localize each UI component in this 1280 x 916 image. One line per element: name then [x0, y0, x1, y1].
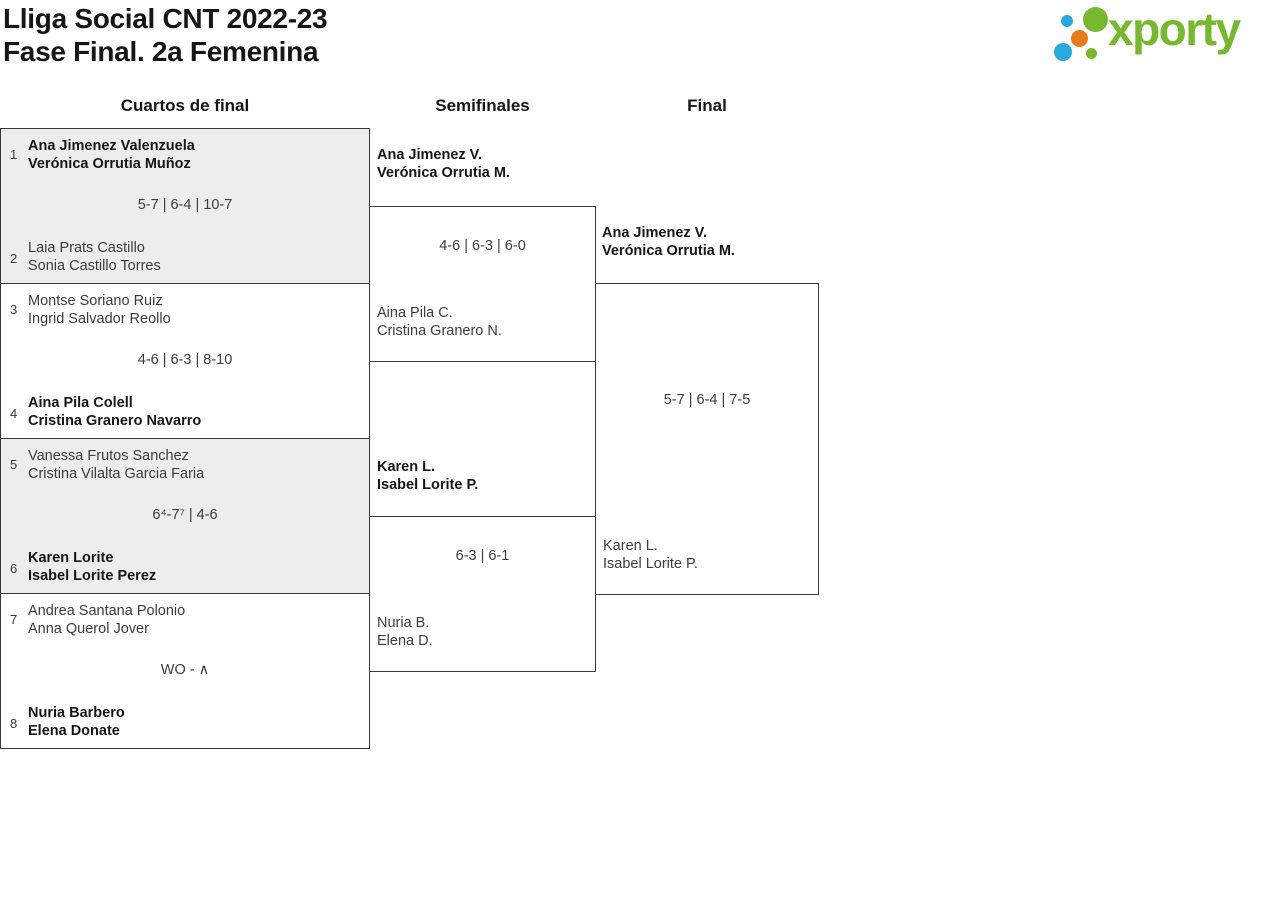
- match-sf1: 4-6 | 6-3 | 6-0 Aina Pila C. Cristina Gr…: [369, 206, 596, 362]
- player-name: Nuria B.: [377, 615, 430, 631]
- team-name: Karen L. Isabel Lorite P.: [377, 459, 478, 494]
- seed-number: 2: [10, 251, 18, 266]
- logo-dot-blue-small-icon: [1061, 15, 1073, 27]
- player-name: Ana Jimenez Valenzuela: [28, 138, 195, 154]
- player-name: Cristina Granero N.: [377, 322, 502, 339]
- logo-dot-orange-icon: [1071, 30, 1088, 47]
- match-sf2: 6-3 | 6-1 Nuria B. Elena D.: [369, 516, 596, 672]
- player-name: Aina Pila C.: [377, 305, 453, 321]
- player-name: Vanessa Frutos Sanchez: [28, 448, 189, 464]
- player-name: Ana Jimenez V.: [602, 225, 708, 241]
- team-name: Nuria B. Elena D.: [377, 615, 433, 650]
- player-name: Nuria Barbero: [28, 705, 125, 721]
- match-score: 6-3 | 6-1: [455, 548, 510, 564]
- match-qf4: 7 Andrea Santana Polonio Anna Querol Jov…: [0, 593, 370, 749]
- logo-dot-green-small-icon: [1086, 48, 1097, 59]
- match-score: 5-7 | 6-4 | 7-5: [663, 392, 751, 408]
- player-name: Karen Lorite: [28, 550, 114, 566]
- logo-dot-blue-big-icon: [1054, 43, 1072, 61]
- team-name: Ana Jimenez Valenzuela Verónica Orrutia …: [28, 138, 195, 173]
- seed-number: 4: [10, 406, 18, 421]
- player-name: Aina Pila Colell: [28, 395, 133, 411]
- player-name: Laia Prats Castillo: [28, 240, 145, 256]
- player-name: Elena Donate: [28, 722, 120, 739]
- team-name: Karen L. Isabel Lorite P.: [603, 538, 698, 573]
- match-score: 6⁴-7⁷ | 4-6: [152, 507, 218, 523]
- round-header-semifinales: Semifinales: [435, 96, 530, 115]
- round-header-final: Final: [687, 96, 727, 115]
- logo-dot-green-big-icon: [1083, 7, 1108, 32]
- xporty-logo[interactable]: xporty: [1050, 0, 1278, 72]
- match-final: 5-7 | 6-4 | 7-5 Karen L. Isabel Lorite P…: [595, 283, 819, 595]
- player-name: Isabel Lorite P.: [603, 555, 698, 572]
- logo-wordmark: xporty: [1108, 3, 1241, 55]
- team-name: Andrea Santana Polonio Anna Querol Jover: [28, 603, 185, 638]
- match-score: 4-6 | 6-3 | 6-0: [439, 238, 526, 254]
- player-name: Sonia Castillo Torres: [28, 257, 161, 274]
- player-name: Ingrid Salvador Reollo: [28, 310, 171, 327]
- match-qf2: 3 Montse Soriano Ruiz Ingrid Salvador Re…: [0, 283, 370, 439]
- page-title-line1: Lliga Social CNT 2022-23: [3, 3, 328, 34]
- player-name: Isabel Lorite P.: [377, 476, 479, 493]
- team-name: Ana Jimenez V. Verónica Orrutia M.: [602, 225, 735, 260]
- team-name: Vanessa Frutos Sanchez Cristina Vilalta …: [28, 448, 204, 483]
- match-score: 5-7 | 6-4 | 10-7: [137, 197, 233, 213]
- team-name: Aina Pila C. Cristina Granero N.: [377, 305, 502, 340]
- seed-number: 7: [10, 612, 18, 627]
- seed-number: 3: [10, 302, 18, 317]
- team-name: Nuria Barbero Elena Donate: [28, 705, 125, 740]
- team-name: Karen Lorite Isabel Lorite Perez: [28, 550, 156, 585]
- player-name: Verónica Orrutia Muñoz: [28, 155, 191, 172]
- team-name: Aina Pila Colell Cristina Granero Navarr…: [28, 395, 201, 430]
- player-name: Karen L.: [603, 538, 658, 554]
- team-name: Ana Jimenez V. Verónica Orrutia M.: [377, 147, 510, 182]
- page-title-line2: Fase Final. 2a Femenina: [3, 36, 319, 67]
- player-name: Andrea Santana Polonio: [28, 603, 186, 619]
- player-name: Anna Querol Jover: [28, 620, 149, 637]
- player-name: Verónica Orrutia M.: [377, 164, 510, 181]
- player-name: Cristina Vilalta Garcia Faria: [28, 465, 205, 482]
- player-name: Isabel Lorite Perez: [28, 567, 157, 584]
- seed-number: 1: [10, 147, 18, 162]
- seed-number: 5: [10, 457, 18, 472]
- team-name: Laia Prats Castillo Sonia Castillo Torre…: [28, 240, 161, 275]
- match-qf3: 5 Vanessa Frutos Sanchez Cristina Vilalt…: [0, 438, 370, 594]
- seed-number: 8: [10, 716, 18, 731]
- player-name: Verónica Orrutia M.: [602, 242, 735, 259]
- match-score: 4-6 | 6-3 | 8-10: [137, 352, 233, 368]
- player-name: Elena D.: [377, 632, 433, 649]
- match-score: WO - ∧: [160, 662, 210, 678]
- player-name: Cristina Granero Navarro: [28, 412, 202, 429]
- player-name: Karen L.: [377, 459, 436, 475]
- team-name: Montse Soriano Ruiz Ingrid Salvador Reol…: [28, 293, 171, 328]
- player-name: Montse Soriano Ruiz: [28, 293, 163, 309]
- round-header-cuartos: Cuartos de final: [120, 96, 250, 115]
- seed-number: 6: [10, 561, 18, 576]
- match-qf1: 1 Ana Jimenez Valenzuela Verónica Orruti…: [0, 128, 370, 284]
- player-name: Ana Jimenez V.: [377, 147, 483, 163]
- page-title: Lliga Social CNT 2022-23 Fase Final. 2a …: [3, 2, 328, 68]
